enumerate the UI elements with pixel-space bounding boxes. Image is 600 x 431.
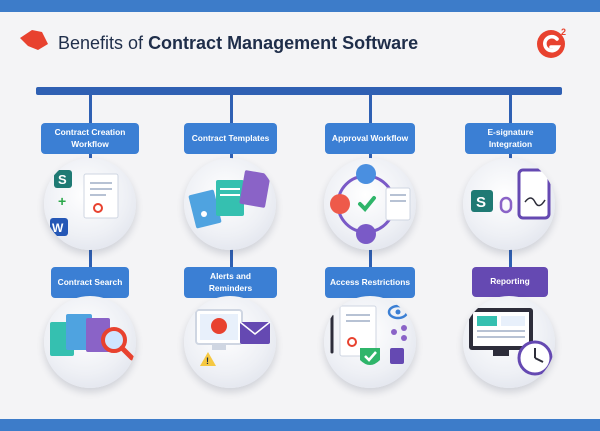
flag-icon [20, 30, 48, 50]
benefit-illustration [184, 158, 276, 250]
timeline-bar [36, 87, 562, 95]
top-stripe [0, 0, 600, 12]
benefit-illustration [324, 296, 416, 388]
benefit-illustration: S + W [44, 158, 136, 250]
benefit-label: Reporting [472, 267, 548, 297]
benefit-label: Contract Templates [184, 123, 277, 154]
benefit-label: Contract Search [51, 267, 129, 298]
benefit-illustration: ! [184, 296, 276, 388]
g2-logo: 2 [537, 27, 566, 58]
access-icon [330, 304, 409, 365]
svg-text:2: 2 [561, 27, 566, 37]
benefit-label: Contract Creation Workflow [41, 123, 139, 154]
approval-icon [330, 164, 411, 244]
title-bold: Contract Management Software [148, 33, 419, 53]
benefit-illustration [463, 296, 555, 388]
bottom-stripe [0, 419, 600, 431]
title-prefix: Benefits of [58, 33, 149, 53]
benefit-illustration [324, 158, 416, 250]
benefit-label: Access Restrictions [325, 267, 415, 298]
benefit-illustration: S [463, 158, 555, 250]
benefit-illustration [44, 296, 136, 388]
svg-text:W: W [52, 221, 64, 235]
svg-text:!: ! [206, 356, 209, 366]
benefit-label: E-signature Integration [465, 123, 556, 154]
svg-text:+: + [58, 193, 66, 209]
document-creation-icon: S + W [50, 170, 119, 236]
reporting-icon [469, 308, 553, 376]
benefit-label: Alerts and Reminders [184, 267, 277, 298]
page-title: Benefits of Contract Management Software [58, 33, 418, 54]
search-icon [50, 314, 135, 361]
svg-text:S: S [476, 194, 486, 211]
e-signature-icon: S [471, 168, 551, 220]
svg-text:S: S [58, 172, 67, 187]
alerts-icon: ! [195, 309, 271, 366]
templates-icon [188, 170, 271, 229]
benefit-label: Approval Workflow [325, 123, 415, 154]
